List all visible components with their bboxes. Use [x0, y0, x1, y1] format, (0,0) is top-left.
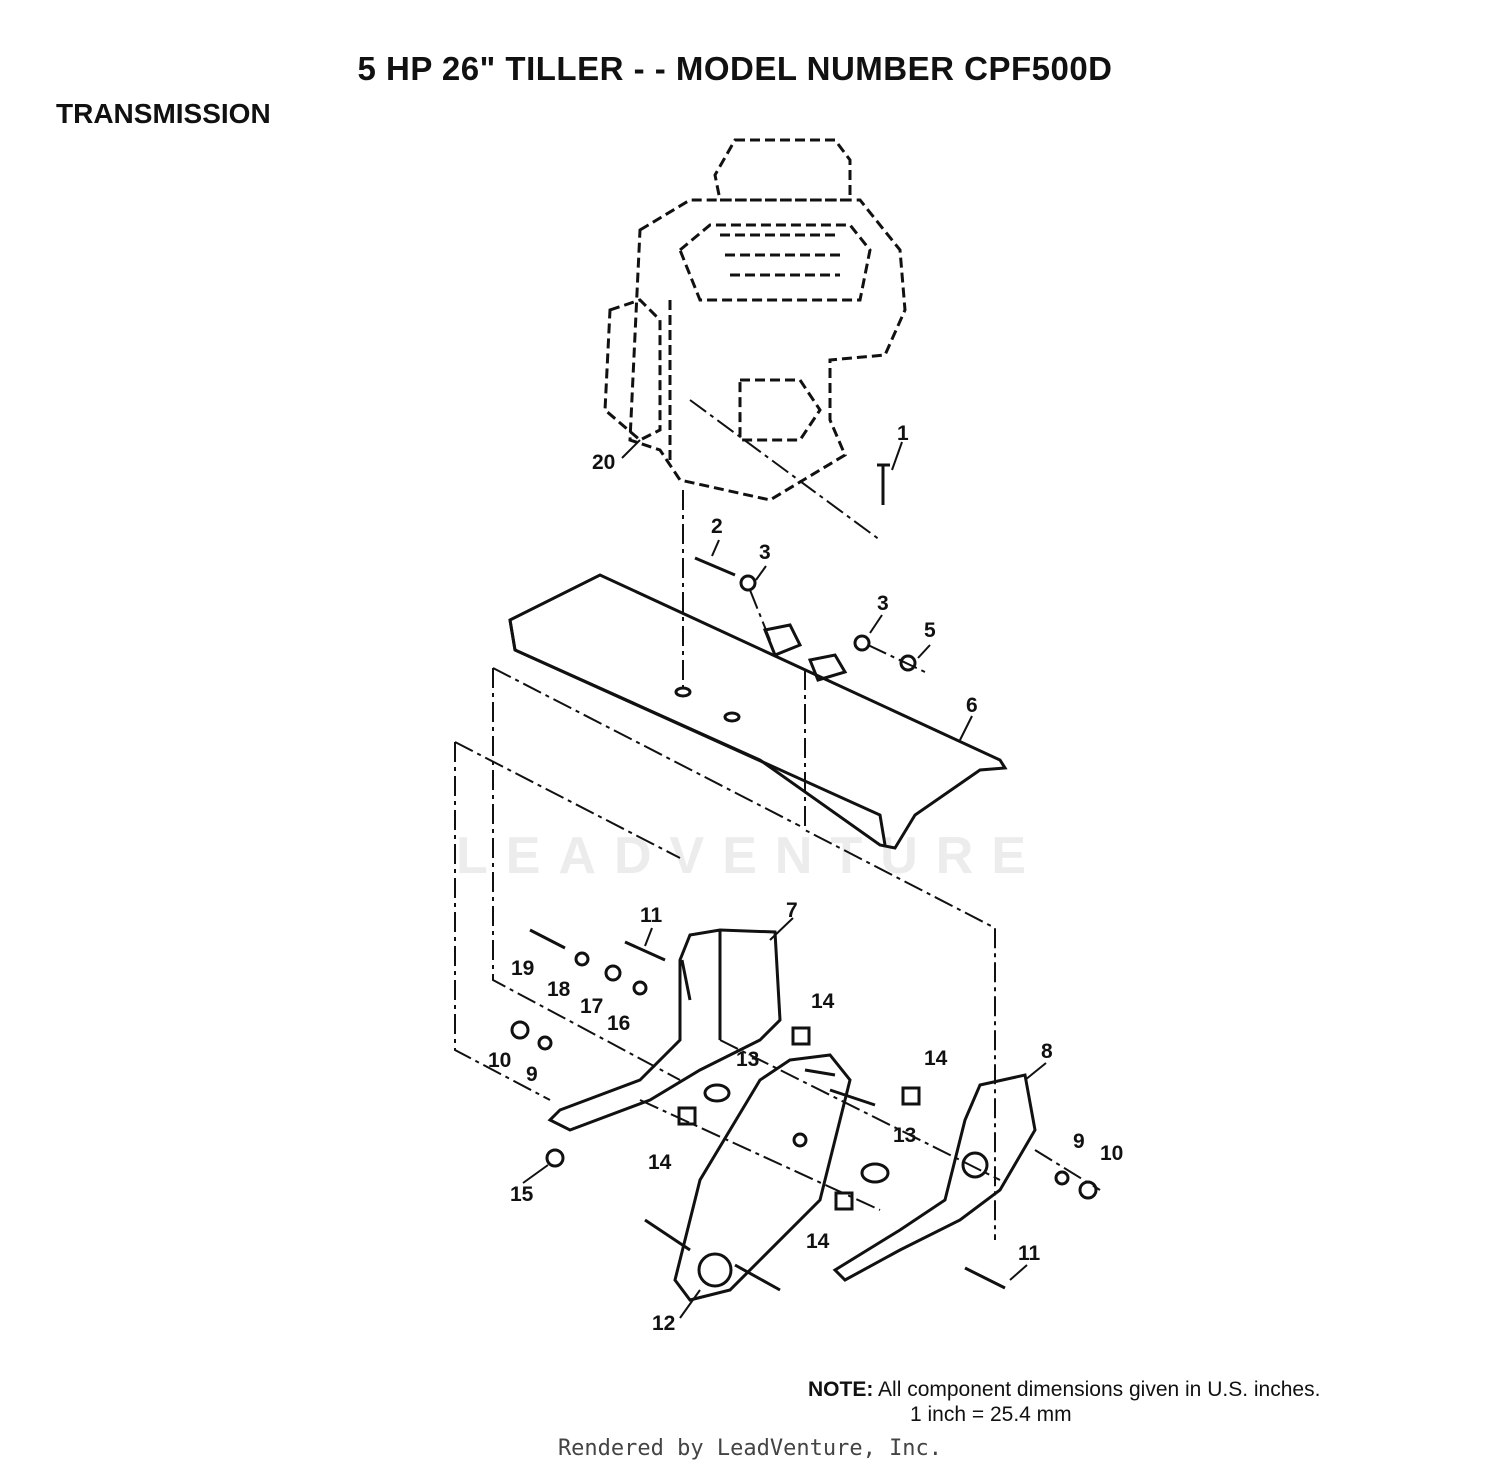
- bolt-part: [694, 556, 736, 577]
- hardware-parts: [510, 574, 1098, 1290]
- callout-label: 11: [640, 904, 663, 927]
- note-text: All component dimensions given in U.S. i…: [878, 1378, 1321, 1401]
- callout-label: 3: [877, 592, 889, 615]
- callout-label: 11: [1018, 1242, 1041, 1265]
- callout-label: 9: [526, 1063, 538, 1086]
- callout-label: 18: [547, 978, 571, 1001]
- callout-label: 13: [736, 1048, 759, 1071]
- left-bracket-part: [547, 928, 782, 1132]
- callout-label: 7: [786, 899, 798, 922]
- footer-credit: Rendered by LeadVenture, Inc.: [557, 1436, 943, 1461]
- callout-label: 8: [1041, 1040, 1053, 1063]
- callout-label: 9: [1073, 1130, 1085, 1153]
- tine-shield-part: [508, 573, 1008, 850]
- callout-label: 5: [924, 619, 936, 642]
- callout-label: 16: [607, 1012, 630, 1035]
- callout-label: 1: [897, 422, 909, 445]
- right-bracket-part: [832, 1073, 1037, 1282]
- bolt-part: [877, 463, 890, 505]
- callout-label: 19: [511, 957, 534, 980]
- callout-label: 13: [893, 1124, 916, 1147]
- section-title: TRANSMISSION: [56, 98, 271, 129]
- callout-label: 10: [488, 1049, 511, 1072]
- callout-label: 2: [711, 515, 723, 538]
- transmission-case-part: [644, 1053, 876, 1302]
- callout-label: 6: [966, 694, 978, 717]
- callout-label: 14: [924, 1047, 948, 1070]
- note-conversion: 1 inch = 25.4 mm: [910, 1403, 1072, 1426]
- watermark: LEADVENTURE: [455, 827, 1045, 885]
- note-label: NOTE:: [808, 1378, 874, 1401]
- callout-label: 15: [510, 1183, 534, 1206]
- engine-part: [603, 138, 907, 502]
- callout-label: 20: [592, 451, 615, 474]
- callout-label: 14: [811, 990, 835, 1013]
- diagram-title: 5 HP 26" TILLER - - MODEL NUMBER CPF500D: [357, 50, 1113, 87]
- callout-label: 10: [1100, 1142, 1123, 1165]
- callout-label: 12: [652, 1312, 675, 1335]
- callout-label: 3: [759, 541, 771, 564]
- callout-label: 17: [580, 995, 603, 1018]
- callout-label: 14: [806, 1230, 830, 1253]
- units-note: NOTE: All component dimensions given in …: [808, 1377, 1320, 1427]
- callout-label: 14: [648, 1151, 672, 1174]
